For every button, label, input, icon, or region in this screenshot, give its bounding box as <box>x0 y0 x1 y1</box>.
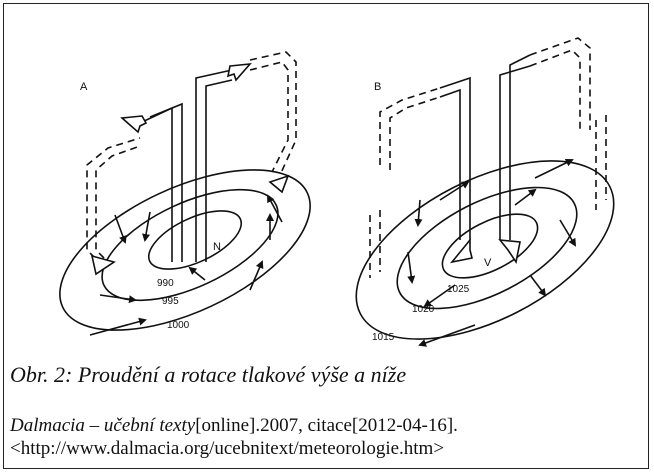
panel-b-letter: B <box>374 81 381 93</box>
panel-b-dashed-loop-left <box>379 87 441 165</box>
panel-b-outflow-arrow-left <box>449 237 473 264</box>
panel-b-isobar-middle <box>396 186 578 310</box>
panel-a-outflow-arrow-left <box>120 115 148 134</box>
panel-a-isobar-label-outer: 1000 <box>167 320 190 331</box>
panel-b-dashed-loop-right-inner <box>529 49 581 130</box>
panel-a-rising-column-left-inner <box>149 102 183 262</box>
panel-b-descending-column-right-inner <box>509 54 531 240</box>
panel-b-isobar-label-inner: 1025 <box>447 284 470 295</box>
panel-a-dashed-loop-right-inner <box>249 61 289 173</box>
panel-b-isobar-inner <box>441 213 539 279</box>
panel-a-isobar-label-middle: 995 <box>162 296 179 307</box>
panel-a-isobar-inner <box>147 210 243 270</box>
panel-a-outflow-arrow-right <box>226 63 252 82</box>
panel-a-isobar-middle <box>101 188 279 302</box>
panel-b-high-pressure: B V 1025 1020 1015 <box>355 37 615 347</box>
panel-a-rising-column-right-inner <box>205 79 233 262</box>
citation-details: [online].2007, citace[2012-04-16]. <box>195 415 458 436</box>
panel-a-dashed-loop-left <box>86 137 141 259</box>
panel-b-wind-arrow <box>414 199 423 227</box>
panel-a-dashed-loop-right <box>249 51 297 176</box>
panel-a-dashed-loop-left-inner <box>95 145 141 259</box>
citation-title: Dalmacia – učební texty <box>10 415 196 436</box>
panel-a-letter: A <box>80 81 88 93</box>
panel-a-wind-arrow <box>89 317 147 336</box>
panel-a-wind-arrow <box>114 214 127 244</box>
panel-a-wind-arrow <box>142 211 151 242</box>
panel-a-isobar-label-inner: 990 <box>157 278 174 289</box>
panel-b-wind-arrow <box>514 188 537 206</box>
panel-a-inflow-arrow-left <box>90 254 116 276</box>
panel-b-descending-column-right <box>499 65 531 240</box>
citation-url: <http://www.dalmacia.org/ucebnitext/mete… <box>10 438 445 459</box>
panel-b-wind-arrow <box>423 284 456 308</box>
panel-b-isobar-label-middle: 1020 <box>412 304 435 315</box>
panel-b-dashed-loop-right <box>529 37 591 130</box>
panel-a-inflow-arrow-right <box>268 174 290 194</box>
figure-caption: Obr. 2: Proudění a rotace tlakové výše a… <box>10 362 407 387</box>
panel-a-isobar-outer <box>59 169 311 331</box>
panel-b-wind-arrow <box>407 251 416 284</box>
panel-b-wind-arrow <box>418 324 476 347</box>
panel-a-rising-column-right <box>195 69 233 262</box>
panel-b-isobar-label-outer: 1015 <box>372 332 395 343</box>
panel-b-descending-column-left <box>439 76 471 240</box>
panel-b-isobar-outer <box>355 160 615 340</box>
panel-b-descending-column-left-inner <box>439 88 461 240</box>
source-citation: Dalmacia – učební texty[online].2007, ci… <box>10 414 646 460</box>
figure-frame <box>3 3 649 469</box>
panel-b-outflow-arrow-right <box>498 239 521 265</box>
panel-a-center-label: N <box>213 241 221 253</box>
panel-b-wind-arrow <box>439 180 470 201</box>
panel-a-wind-arrow <box>99 294 137 304</box>
panel-a-wind-arrow <box>249 260 264 291</box>
panel-b-dashed-loop-left-inner <box>389 96 441 170</box>
panel-a-wind-arrow <box>267 194 283 223</box>
panel-a-low-pressure: A N 990 995 1000 <box>59 51 311 336</box>
panel-b-wind-arrow <box>534 159 574 179</box>
pressure-systems-diagram: A N 990 995 1000 B <box>59 37 615 347</box>
panel-b-center-label: V <box>484 257 492 269</box>
panel-b-wind-arrow <box>529 274 547 297</box>
panel-b-wind-arrow <box>559 219 577 247</box>
panel-a-wind-arrow <box>188 266 206 281</box>
